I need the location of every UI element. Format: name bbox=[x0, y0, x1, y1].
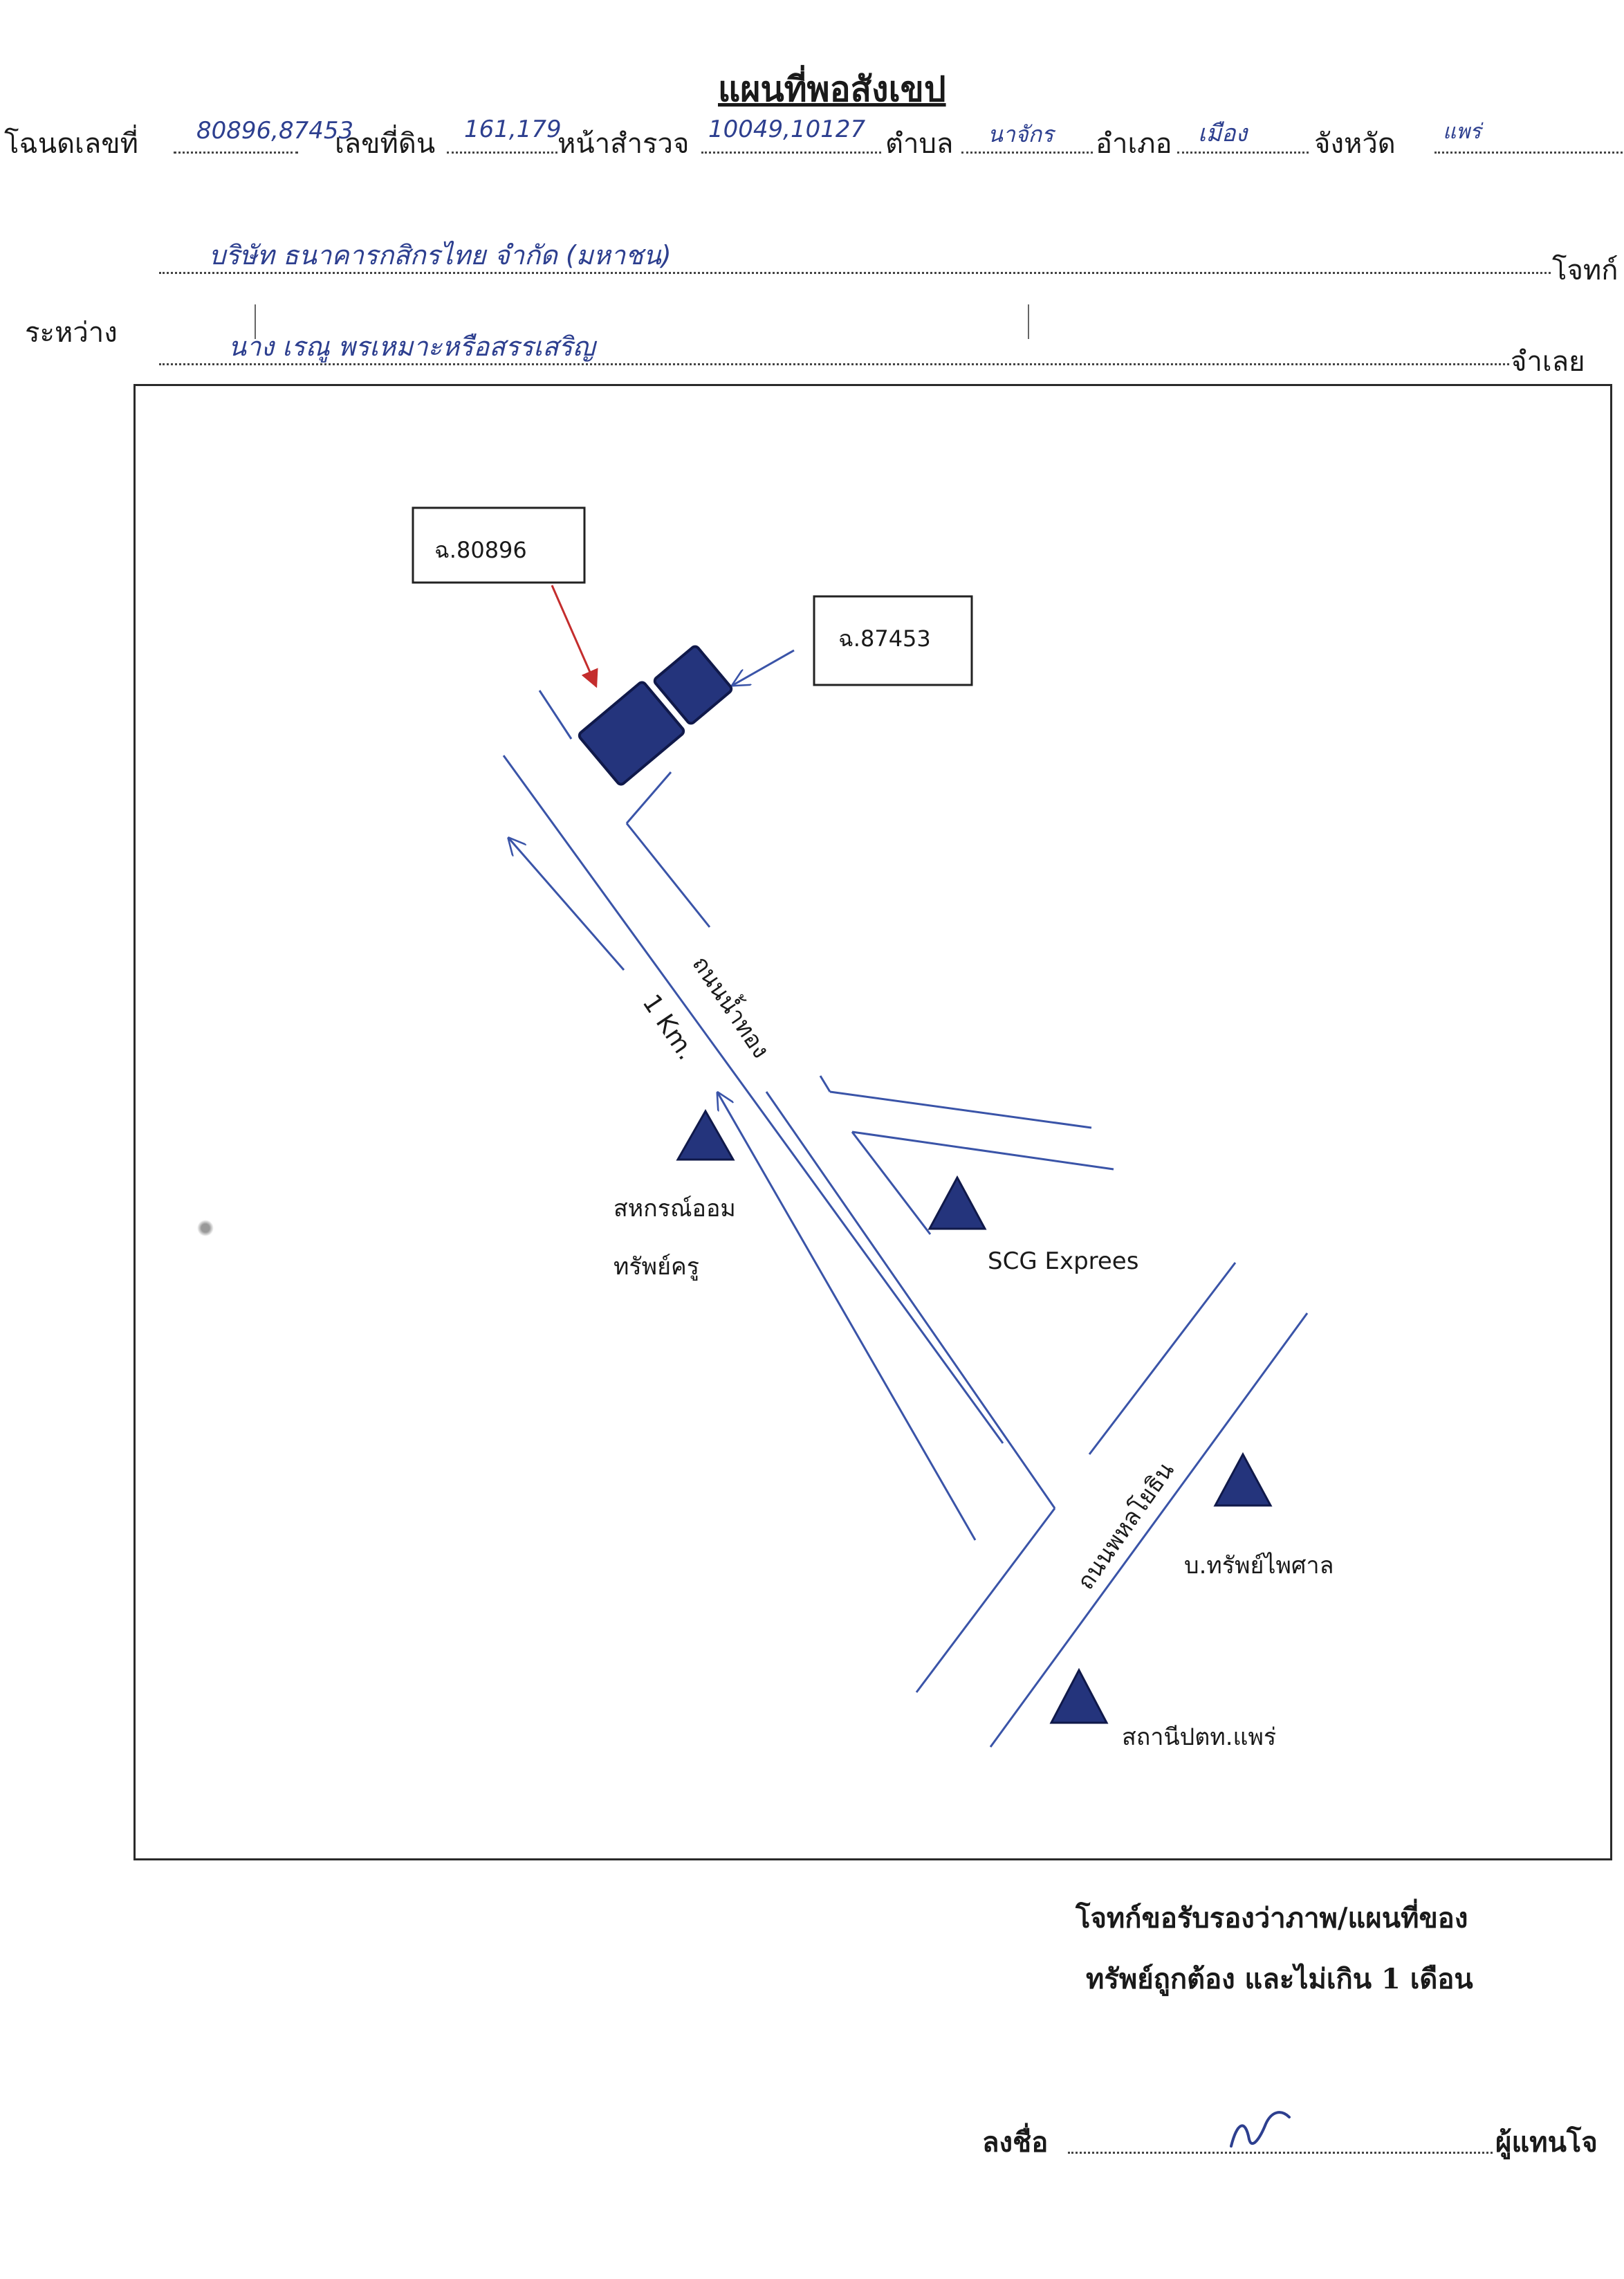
landmark-marker-ptt bbox=[1049, 1667, 1109, 1724]
plot-label-2: ฉ.87453 bbox=[838, 625, 931, 652]
defendant-value: นาง เรณู พรเหมาะหรือสรรเสริญ bbox=[228, 331, 596, 362]
signature-stroke bbox=[1230, 2111, 1291, 2148]
margin-tick-right bbox=[1028, 304, 1029, 339]
plot-label-box-1 bbox=[412, 506, 586, 584]
map-frame bbox=[133, 384, 1612, 1860]
survey-page-dots bbox=[701, 152, 881, 154]
certification-line2: ทรัพย์ถูกต้อง และไม่เกิน 1 เดือน bbox=[1086, 1963, 1473, 1995]
road-side bbox=[819, 1075, 1114, 1235]
road-phahonyothin-left-upper bbox=[1088, 1262, 1237, 1455]
landmark-marker-coop bbox=[676, 1108, 735, 1161]
landmark-scg: SCG Exprees bbox=[988, 1247, 1138, 1275]
land-no-value: 161,179 bbox=[464, 116, 562, 143]
district-dots bbox=[1177, 152, 1309, 154]
province-value: แพร่ bbox=[1443, 120, 1482, 144]
road-nam-thong-upper-stub bbox=[538, 690, 573, 740]
land-no-dots bbox=[447, 152, 557, 154]
road-phahonyothin-right bbox=[989, 1312, 1309, 1748]
survey-page-label: หน้าสำรวจ bbox=[557, 128, 690, 160]
district-value: เมือง bbox=[1198, 120, 1248, 147]
page-title: แผนที่พอสังเขป bbox=[718, 68, 946, 109]
province-label: จังหวัด bbox=[1314, 128, 1396, 160]
plot-87453-parcel bbox=[653, 645, 733, 725]
signature-mark bbox=[1230, 2111, 1291, 2148]
landmark-sapphaisan: บ.ทรัพย์ไพศาล bbox=[1184, 1552, 1334, 1580]
subdistrict-value: นาจักร bbox=[988, 121, 1054, 147]
plot-label-1: ฉ.80896 bbox=[434, 537, 527, 563]
plot-label-box-2 bbox=[813, 595, 973, 686]
road-side-tick bbox=[819, 1075, 831, 1092]
road-label-phahonyothin: ถนนพหลโยธิน bbox=[1072, 1457, 1180, 1595]
road-phahonyothin-left-lower bbox=[915, 1508, 1056, 1693]
survey-page-value: 10049,10127 bbox=[708, 116, 866, 143]
road-nam-thong-left-edge bbox=[502, 755, 1004, 1444]
sign-label: ลงชื่อ bbox=[982, 2126, 1049, 2159]
deed-no-label: โฉนดเลขที่ bbox=[4, 128, 138, 160]
landmark-coop-line2: ทรัพย์ครู bbox=[613, 1253, 699, 1281]
subdistrict-label: ตำบล bbox=[885, 128, 954, 160]
between-label: ระหว่าง bbox=[25, 317, 118, 349]
deed-info-row: โฉนดเลขที่ 80896,87453 เลขที่ดิน 161,179… bbox=[4, 116, 1624, 170]
plaintiff-dots bbox=[159, 272, 1551, 274]
road-nam-thong-right-upper bbox=[625, 823, 711, 928]
role-label: ผู้แทนโจ bbox=[1495, 2126, 1598, 2159]
landmark-ptt: สถานีปตท.แพร่ bbox=[1122, 1723, 1276, 1751]
land-no-label: เลขที่ดิน bbox=[335, 128, 436, 160]
subdistrict-dots bbox=[961, 152, 1093, 154]
road-nam-thong bbox=[502, 690, 1056, 1509]
distance-arrow-lower bbox=[718, 1093, 977, 1541]
road-phahonyothin bbox=[915, 1262, 1309, 1748]
road-side-corner bbox=[851, 1131, 932, 1235]
plot-pointer-red-arrow bbox=[551, 585, 598, 688]
defendant-dots bbox=[159, 363, 1509, 365]
scan-speck bbox=[196, 1218, 214, 1238]
landmark-coop-line1: สหกรณ์ออม bbox=[613, 1195, 736, 1223]
province-dots bbox=[1434, 152, 1623, 154]
plot-80896-parcel bbox=[578, 681, 685, 786]
landmark-marker-scg bbox=[928, 1175, 987, 1230]
certification-line1: โจทก์ขอรับรองว่าภาพ/แผนที่ของ bbox=[1076, 1902, 1468, 1934]
plot-pointer-blue-arrow bbox=[733, 649, 795, 685]
margin-tick-left bbox=[255, 304, 256, 339]
district-label: อำเภอ bbox=[1096, 128, 1172, 160]
defendant-label: จำเลย bbox=[1511, 346, 1585, 378]
distance-arrow-upper bbox=[509, 839, 625, 971]
road-label-nam-thong: ถนนน้ำทอง bbox=[687, 949, 778, 1063]
deed-no-value: 80896,87453 bbox=[196, 117, 354, 145]
plaintiff-value: บริษัท ธนาคารกสิกรไทย จำกัด (มหาชน) bbox=[209, 240, 672, 271]
plaintiff-label: โจทก์ bbox=[1552, 255, 1618, 286]
sign-dots bbox=[1068, 2152, 1493, 2154]
road-nam-thong-right-lower bbox=[765, 1091, 1056, 1509]
road-side-top bbox=[829, 1090, 1092, 1129]
landmark-marker-sapphaisan bbox=[1213, 1452, 1273, 1507]
road-side-bottom bbox=[851, 1131, 1114, 1171]
deed-no-dots bbox=[174, 152, 298, 154]
distance-label: 1 Km. bbox=[637, 989, 701, 1065]
road-nam-thong-corner bbox=[625, 771, 672, 824]
